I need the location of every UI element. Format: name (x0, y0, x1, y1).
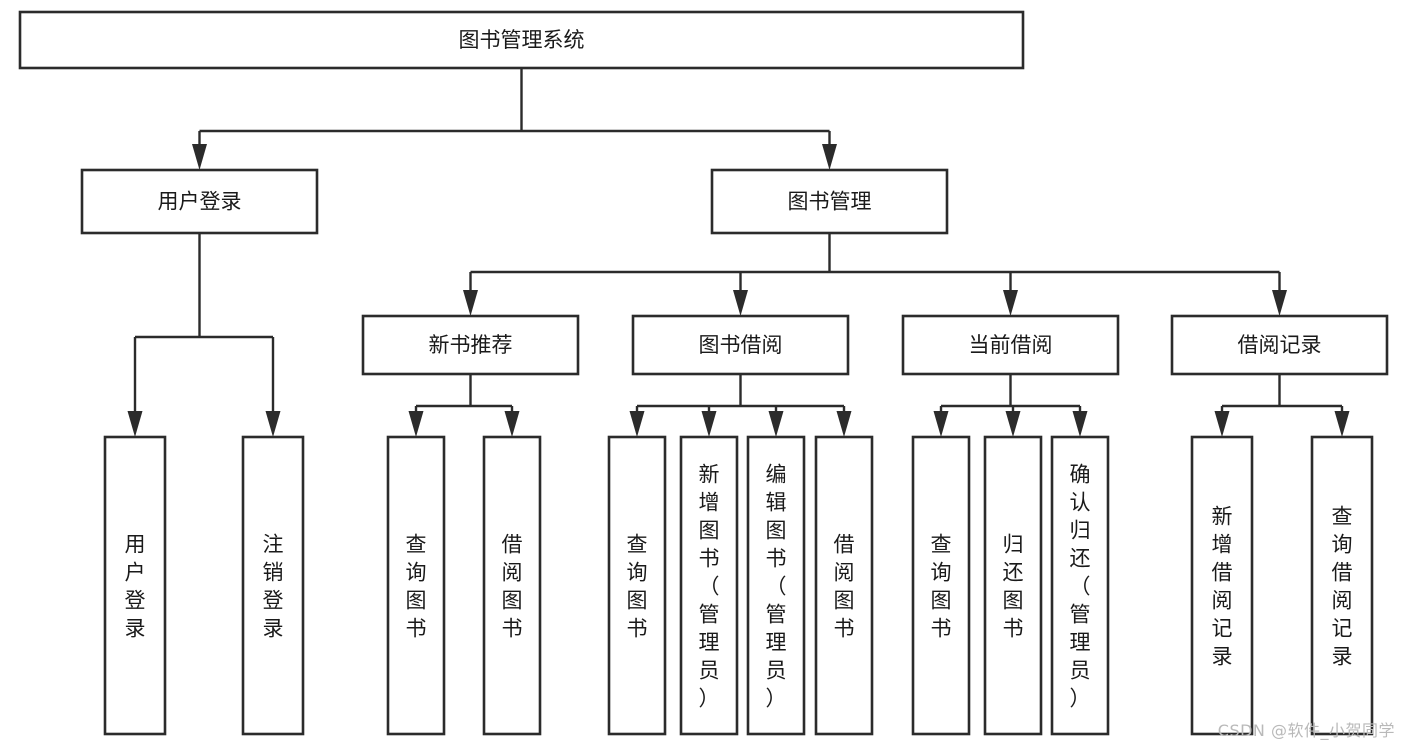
nodes-layer: 图书管理系统用户登录图书管理新书推荐图书借阅当前借阅借阅记录用户登录注销登录查询… (18, 10, 1389, 736)
node-label: 归还图书 (1003, 532, 1024, 640)
node-leaf-confirm-return[interactable]: 确认归还（管理员） (1050, 435, 1110, 736)
connector-group-borrow-records (1214, 374, 1350, 437)
node-box[interactable] (710, 168, 949, 235)
arrow-head-icon (822, 144, 837, 170)
node-book-management[interactable]: 图书管理 (710, 168, 949, 235)
node-box[interactable] (679, 435, 739, 736)
node-box[interactable] (80, 168, 319, 235)
node-label: 确认归还（管理员） (1070, 462, 1091, 710)
node-label: 新增借阅记录 (1212, 504, 1233, 668)
node-leaf-return-book[interactable]: 归还图书 (983, 435, 1043, 736)
arrow-head-icon (504, 411, 520, 437)
node-label: 查询图书 (627, 532, 648, 640)
node-book-borrow[interactable]: 图书借阅 (631, 314, 850, 376)
node-label: 用户登录 (125, 532, 146, 640)
node-box[interactable] (746, 435, 806, 736)
node-label: 新书推荐 (429, 333, 513, 357)
arrow-head-icon (1214, 411, 1230, 437)
node-label: 查询图书 (406, 532, 427, 640)
arrow-head-icon (463, 290, 478, 316)
arrow-head-icon (1005, 411, 1021, 437)
node-box[interactable] (1170, 314, 1389, 376)
node-box[interactable] (911, 435, 971, 736)
arrow-head-icon (768, 411, 784, 437)
connector-group-book-management (463, 233, 1287, 316)
csdn-watermark: CSDN @软件_小贺同学 (1217, 721, 1395, 740)
arrow-head-icon (701, 411, 717, 437)
node-leaf-add-record[interactable]: 新增借阅记录 (1190, 435, 1254, 736)
node-current-borrow[interactable]: 当前借阅 (901, 314, 1120, 376)
node-label: 新增图书（管理员） (699, 462, 720, 710)
connector-group-current-borrow (933, 374, 1088, 437)
node-box[interactable] (607, 435, 667, 736)
node-root[interactable]: 图书管理系统 (18, 10, 1025, 70)
node-label: 图书管理 (788, 190, 872, 214)
node-leaf-query-record[interactable]: 查询借阅记录 (1310, 435, 1374, 736)
node-box[interactable] (1190, 435, 1254, 736)
node-box[interactable] (386, 435, 446, 736)
node-label: 查询借阅记录 (1332, 504, 1353, 668)
node-box[interactable] (1050, 435, 1110, 736)
arrow-head-icon (192, 144, 207, 170)
node-leaf-query-book-3[interactable]: 查询图书 (911, 435, 971, 736)
node-label: 图书借阅 (699, 333, 783, 357)
arrow-head-icon (127, 411, 143, 437)
node-label: 借阅记录 (1238, 333, 1322, 357)
node-leaf-logout[interactable]: 注销登录 (241, 435, 305, 736)
node-borrow-records[interactable]: 借阅记录 (1170, 314, 1389, 376)
node-box[interactable] (983, 435, 1043, 736)
node-box[interactable] (103, 435, 167, 736)
node-label: 用户登录 (158, 190, 242, 214)
connector-group-user-login (127, 233, 281, 437)
edges-layer (127, 68, 1350, 437)
arrow-head-icon (629, 411, 645, 437)
node-box[interactable] (901, 314, 1120, 376)
node-label: 当前借阅 (969, 333, 1053, 357)
arrow-head-icon (1072, 411, 1088, 437)
arrow-head-icon (836, 411, 852, 437)
connector-group-root (192, 68, 837, 170)
node-leaf-borrow-book-1[interactable]: 借阅图书 (482, 435, 542, 736)
node-label: 查询图书 (931, 532, 952, 640)
node-box[interactable] (631, 314, 850, 376)
node-user-login[interactable]: 用户登录 (80, 168, 319, 235)
node-box[interactable] (482, 435, 542, 736)
node-leaf-add-book[interactable]: 新增图书（管理员） (679, 435, 739, 736)
arrow-head-icon (1334, 411, 1350, 437)
node-label: 借阅图书 (502, 532, 523, 640)
node-leaf-edit-book[interactable]: 编辑图书（管理员） (746, 435, 806, 736)
node-label: 编辑图书（管理员） (766, 462, 787, 710)
connector-group-book-borrow (629, 374, 852, 437)
connector-group-new-book-recommend (408, 374, 520, 437)
arrow-head-icon (1272, 290, 1287, 316)
node-box[interactable] (1310, 435, 1374, 736)
node-new-book-recommend[interactable]: 新书推荐 (361, 314, 580, 376)
node-box[interactable] (814, 435, 874, 736)
node-leaf-borrow-book-2[interactable]: 借阅图书 (814, 435, 874, 736)
arrow-head-icon (408, 411, 424, 437)
arrow-head-icon (933, 411, 949, 437)
node-leaf-query-book-2[interactable]: 查询图书 (607, 435, 667, 736)
node-label: 图书管理系统 (459, 28, 585, 52)
arrow-head-icon (1003, 290, 1018, 316)
node-box[interactable] (361, 314, 580, 376)
arrow-head-icon (265, 411, 281, 437)
node-label: 借阅图书 (834, 532, 855, 640)
node-box[interactable] (241, 435, 305, 736)
node-leaf-user-login[interactable]: 用户登录 (103, 435, 167, 736)
node-box[interactable] (18, 10, 1025, 70)
node-leaf-query-book-1[interactable]: 查询图书 (386, 435, 446, 736)
node-label: 注销登录 (263, 532, 284, 640)
arrow-head-icon (733, 290, 748, 316)
